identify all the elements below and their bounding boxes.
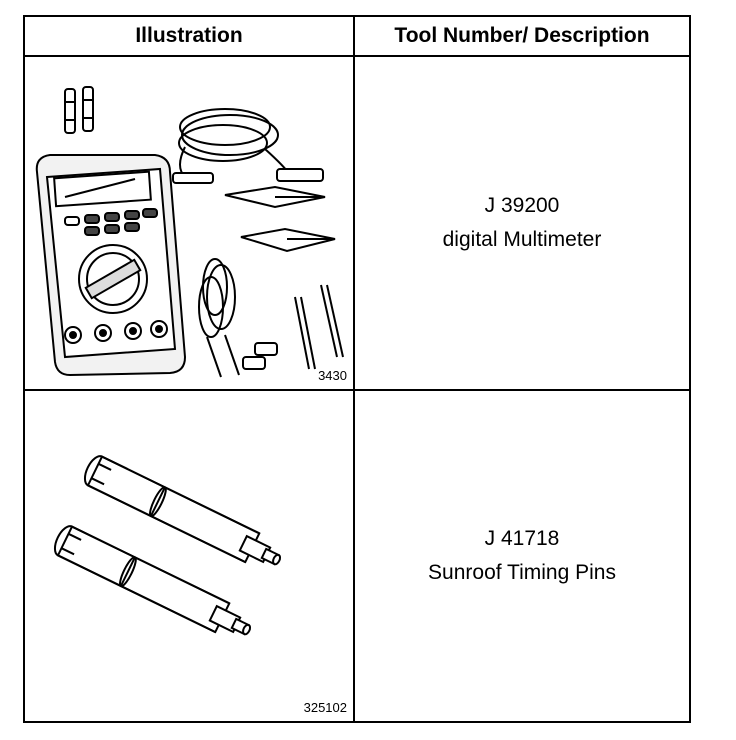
figure-number: 3430 — [318, 368, 347, 383]
table-row: 325102 J 41718 Sunroof Timing Pins — [23, 389, 691, 723]
tool-description: digital Multimeter — [442, 228, 602, 251]
table-row: 3430 J 39200 digital Multimeter — [23, 55, 691, 391]
description-cell: J 39200 digital Multimeter — [353, 55, 691, 391]
tool-description: Sunroof Timing Pins — [428, 561, 616, 584]
multimeter-icon — [35, 86, 344, 378]
header-tool-description: Tool Number/ Description — [353, 15, 691, 57]
tool-number: J 39200 — [484, 194, 560, 217]
illustration-cell: 3430 — [23, 55, 355, 391]
figure-number: 325102 — [303, 700, 347, 715]
table-header-row: Illustration Tool Number/ Description — [23, 15, 691, 57]
tool-number: J 41718 — [484, 527, 560, 550]
timing-pins-icon — [53, 455, 282, 636]
description-cell: J 41718 Sunroof Timing Pins — [353, 389, 691, 723]
illustration-cell: 325102 — [23, 389, 355, 723]
tool-table: Illustration Tool Number/ Description — [23, 15, 691, 723]
header-illustration: Illustration — [23, 15, 355, 57]
